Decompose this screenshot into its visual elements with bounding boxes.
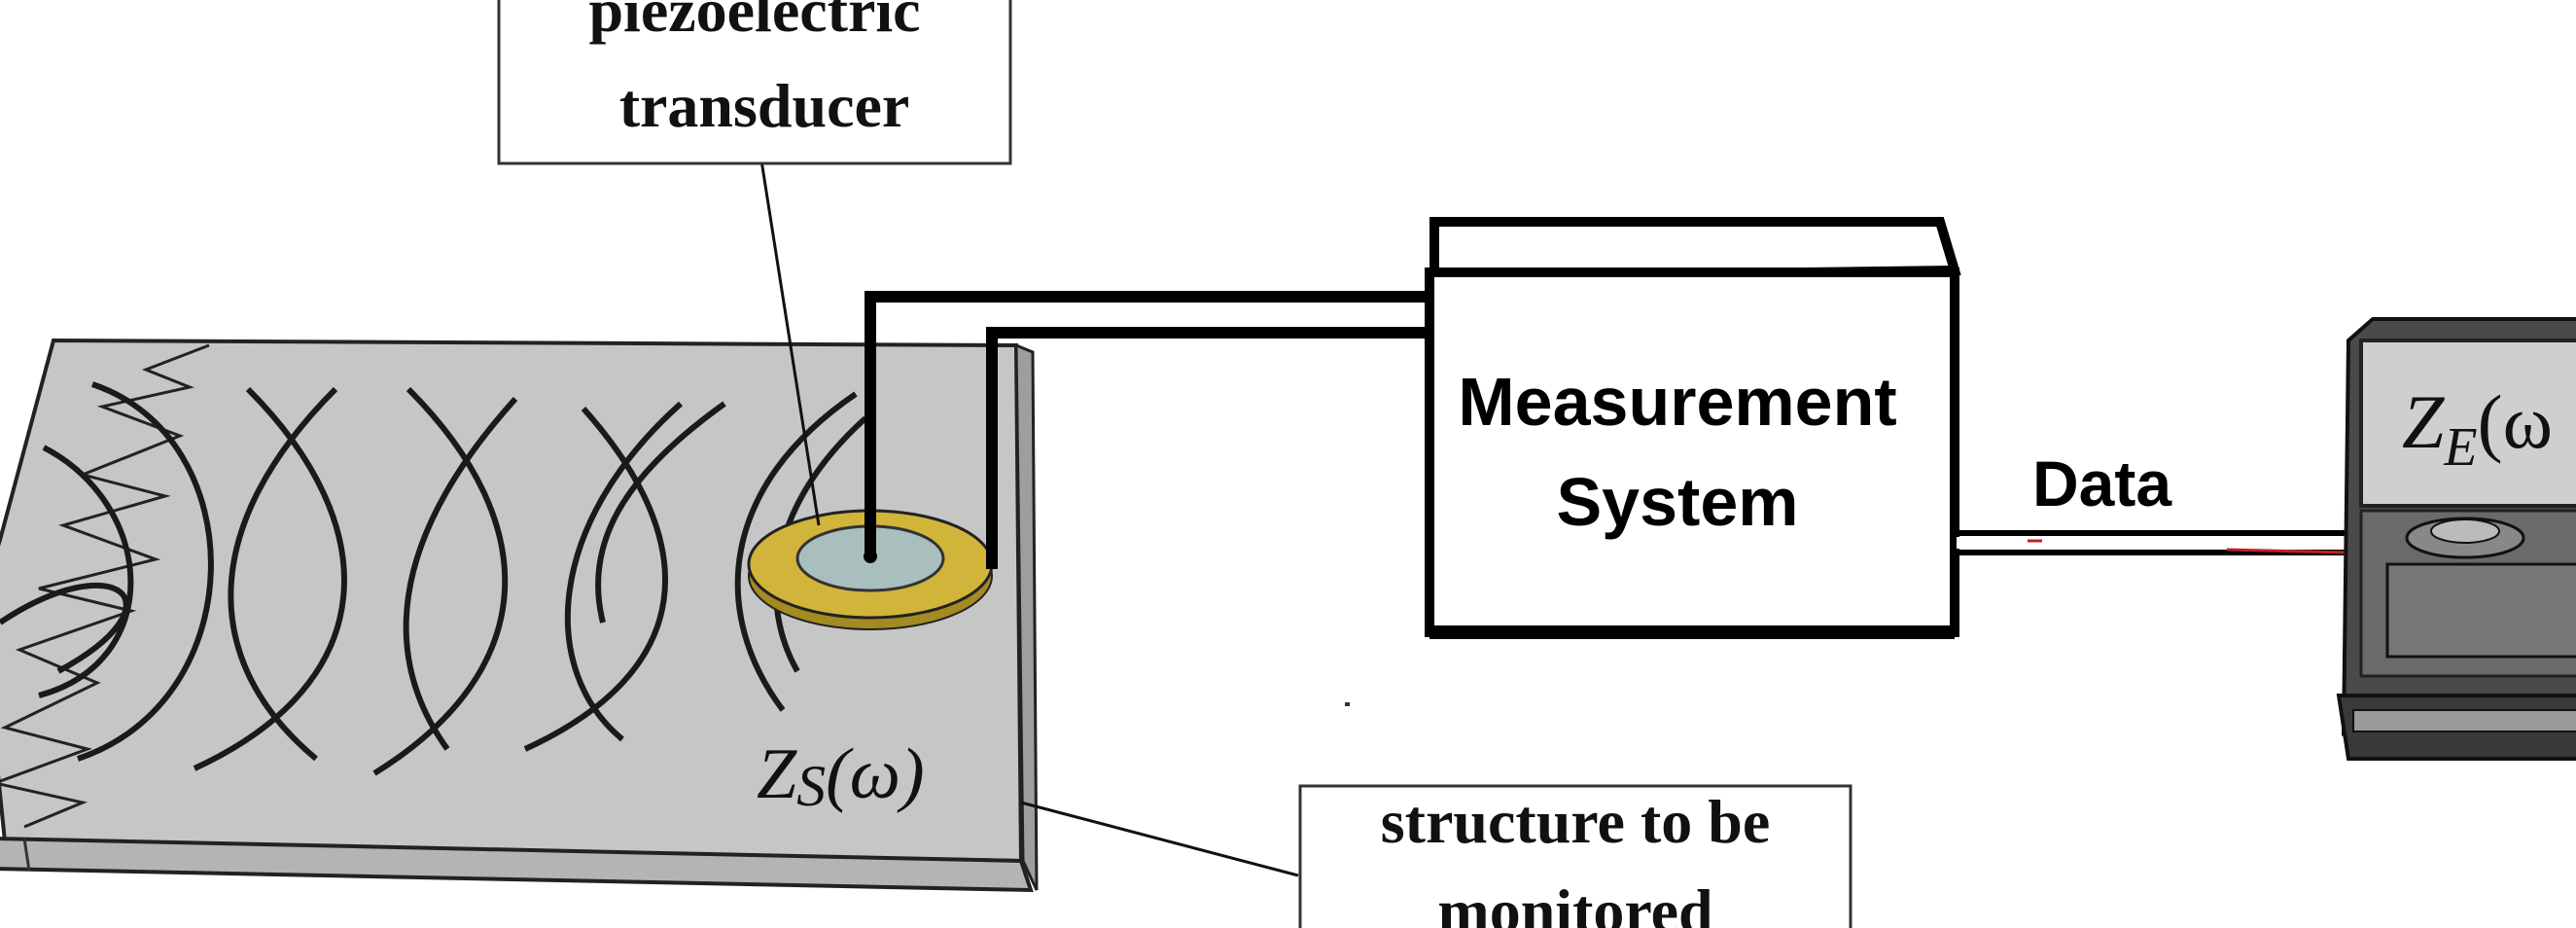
structure-label: structure to be monitored [1298,784,1853,928]
ze-label: ZE(ω [2402,379,2553,478]
transducer-label-line2: transducer [619,71,910,140]
measurement-label-line1: Measurement [1458,364,1896,440]
structure-leader-line [1020,801,1299,877]
measurement-system: Measurement System [1425,217,1961,639]
transducer-cables [865,291,1434,569]
structure-label-line1: structure to be [1381,787,1771,856]
wave-fronts [0,381,868,776]
structure-label-line2: monitored [1437,876,1712,928]
data-link: Data [1957,447,2349,555]
transducer-label: piezoelectric transducer [497,0,1012,165]
crack-zigzag [0,343,210,829]
impedance-analyzer-icon: ZE(ω [2336,317,2576,761]
zs-label: ZS(ω) [757,734,925,818]
measurement-label-line2: System [1556,464,1798,540]
transducer-label-line1: piezoelectric [588,0,920,45]
data-label: Data [2032,447,2172,519]
transducer-leader-line [759,160,821,526]
